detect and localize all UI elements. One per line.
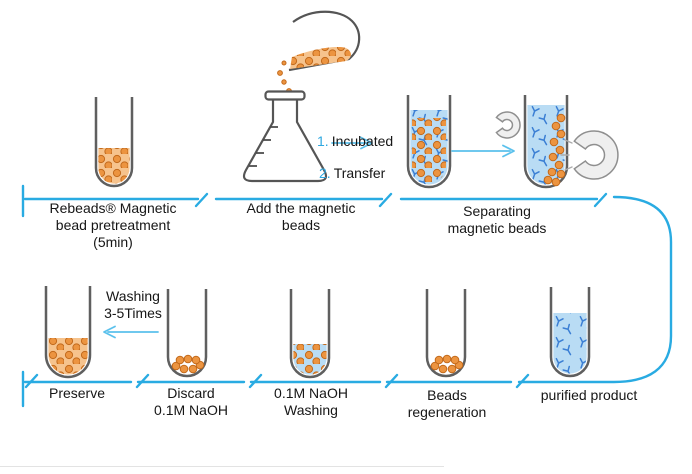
step-label-naoh-washing: 0.1M NaOH Washing	[274, 385, 348, 419]
step-label-regeneration: Beads regeneration	[407, 387, 487, 421]
transfer-number: 2.	[319, 165, 331, 181]
step-label-purified-product: purified product	[540, 387, 638, 403]
naoh-washing-tube-icon	[289, 289, 331, 379]
step-label-discard: Discard 0.1M NaOH	[154, 385, 228, 419]
process-flow-line	[21, 184, 673, 408]
pretreatment-tube-icon	[94, 97, 134, 188]
transfer-note: 2.Transfer	[319, 149, 385, 181]
step-label-pretreatment: Rebeads® Magnetic bead pretreatment (5mi…	[49, 200, 177, 251]
incubated-text: Incubated	[331, 133, 394, 149]
preserve-tube-icon	[44, 286, 92, 379]
separation-arrow	[451, 144, 515, 158]
washing-arrow	[103, 325, 159, 339]
bottom-divider	[0, 466, 444, 467]
small-magnet-icon	[495, 111, 521, 139]
discard-tube-icon	[166, 289, 208, 378]
beads-regeneration-tube-icon	[425, 289, 467, 378]
pouring-tube-icon	[277, 10, 361, 102]
erlenmeyer-flask-icon	[242, 90, 328, 183]
step-label-add-beads: Add the magnetic beads	[246, 200, 356, 234]
incubated-note: 1.Incubated	[317, 117, 393, 149]
washing-times-note: Washing 3-5Times	[104, 288, 162, 322]
large-magnet-icon	[560, 130, 619, 180]
transfer-text: Transfer	[333, 165, 386, 181]
purified-product-tube-icon	[549, 287, 591, 378]
incubated-number: 1.	[317, 133, 329, 149]
incubate-transfer-arrow	[331, 136, 373, 150]
mixed-sample-tube-icon	[406, 95, 452, 189]
step-label-preserve: Preserve	[48, 385, 106, 401]
step-label-separating: Separating magnetic beads	[447, 203, 547, 237]
separated-sample-tube-icon	[523, 95, 569, 189]
